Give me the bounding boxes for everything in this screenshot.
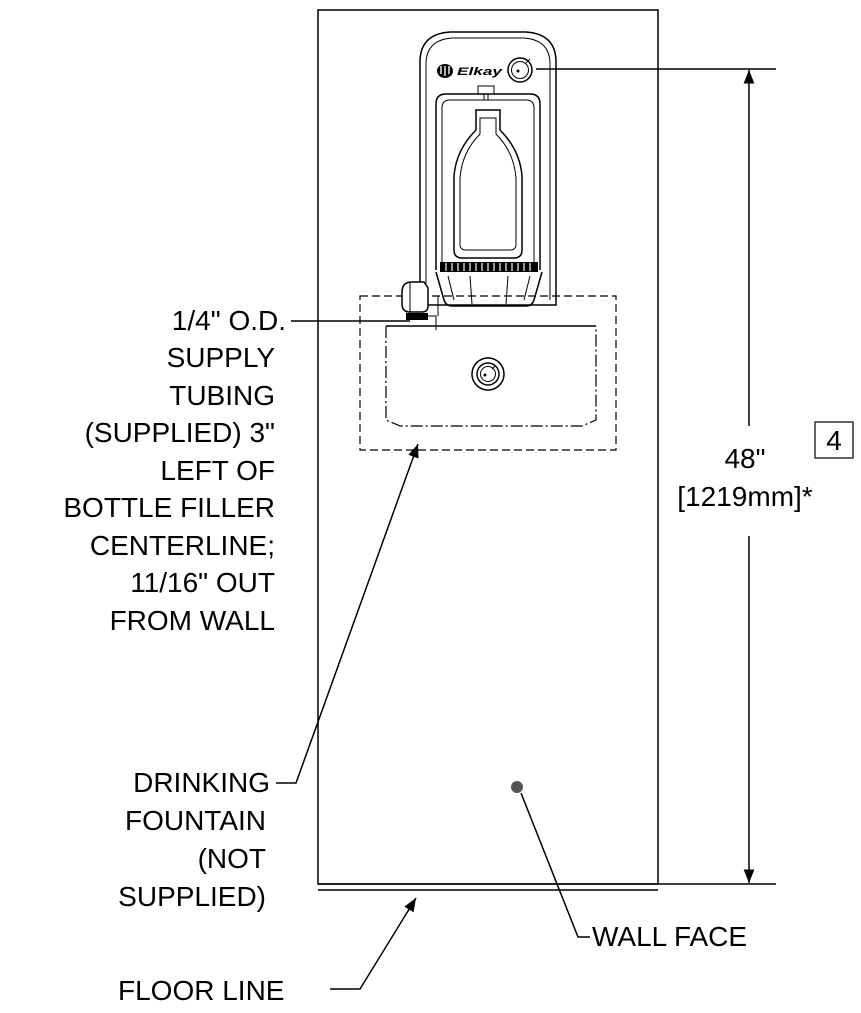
bottle-icon (453, 109, 523, 259)
wall-leader (520, 792, 590, 938)
fountain-label: DRINKING FOUNTAIN (NOT SUPPLIED) (118, 767, 270, 912)
dimension-metric: [1219mm]* (677, 481, 812, 512)
tubing-label-line: 1/4" O.D. (172, 305, 286, 336)
tubing-label-line: (SUPPLIED) 3" (85, 417, 275, 448)
note-number: 4 (826, 425, 842, 456)
fountain-leader (276, 443, 419, 784)
fountain-label-line: (NOT (198, 843, 266, 874)
tubing-label-line: BOTTLE FILLER (63, 492, 275, 523)
brand-logo-text: Elkay (457, 66, 503, 78)
fountain-bowl (385, 326, 597, 427)
tubing-label-line: FROM WALL (110, 605, 275, 636)
tubing-label-line: SUPPLY (167, 342, 276, 373)
fountain-label-line: FOUNTAIN (125, 805, 266, 836)
bottle-filler: Elkay (419, 31, 557, 307)
fountain-label-line: SUPPLIED) (118, 881, 266, 912)
bubbler (471, 357, 505, 391)
supply-valve (401, 281, 439, 330)
floor-label: FLOOR LINE (118, 975, 284, 1006)
drain-grille (435, 262, 543, 307)
floor-leader (330, 897, 417, 990)
wall-label: WALL FACE (592, 921, 747, 952)
fountain-label-line: DRINKING (133, 767, 270, 798)
brand-logo: Elkay (437, 64, 503, 78)
tubing-label-line: CENTERLINE; (90, 530, 275, 561)
note-box (814, 421, 854, 459)
wall-dot (511, 781, 523, 793)
tubing-label-line: 11/16" OUT (130, 567, 275, 598)
sensor-button (507, 57, 533, 83)
tubing-label: 1/4" O.D. SUPPLY TUBING (SUPPLIED) 3" LE… (63, 305, 286, 636)
wall-panel (317, 9, 659, 885)
fountain-outer (359, 295, 617, 451)
dimension-imperial: 48" (724, 443, 765, 474)
tubing-label-line: LEFT OF (160, 455, 275, 486)
tubing-label-line: TUBING (169, 380, 275, 411)
